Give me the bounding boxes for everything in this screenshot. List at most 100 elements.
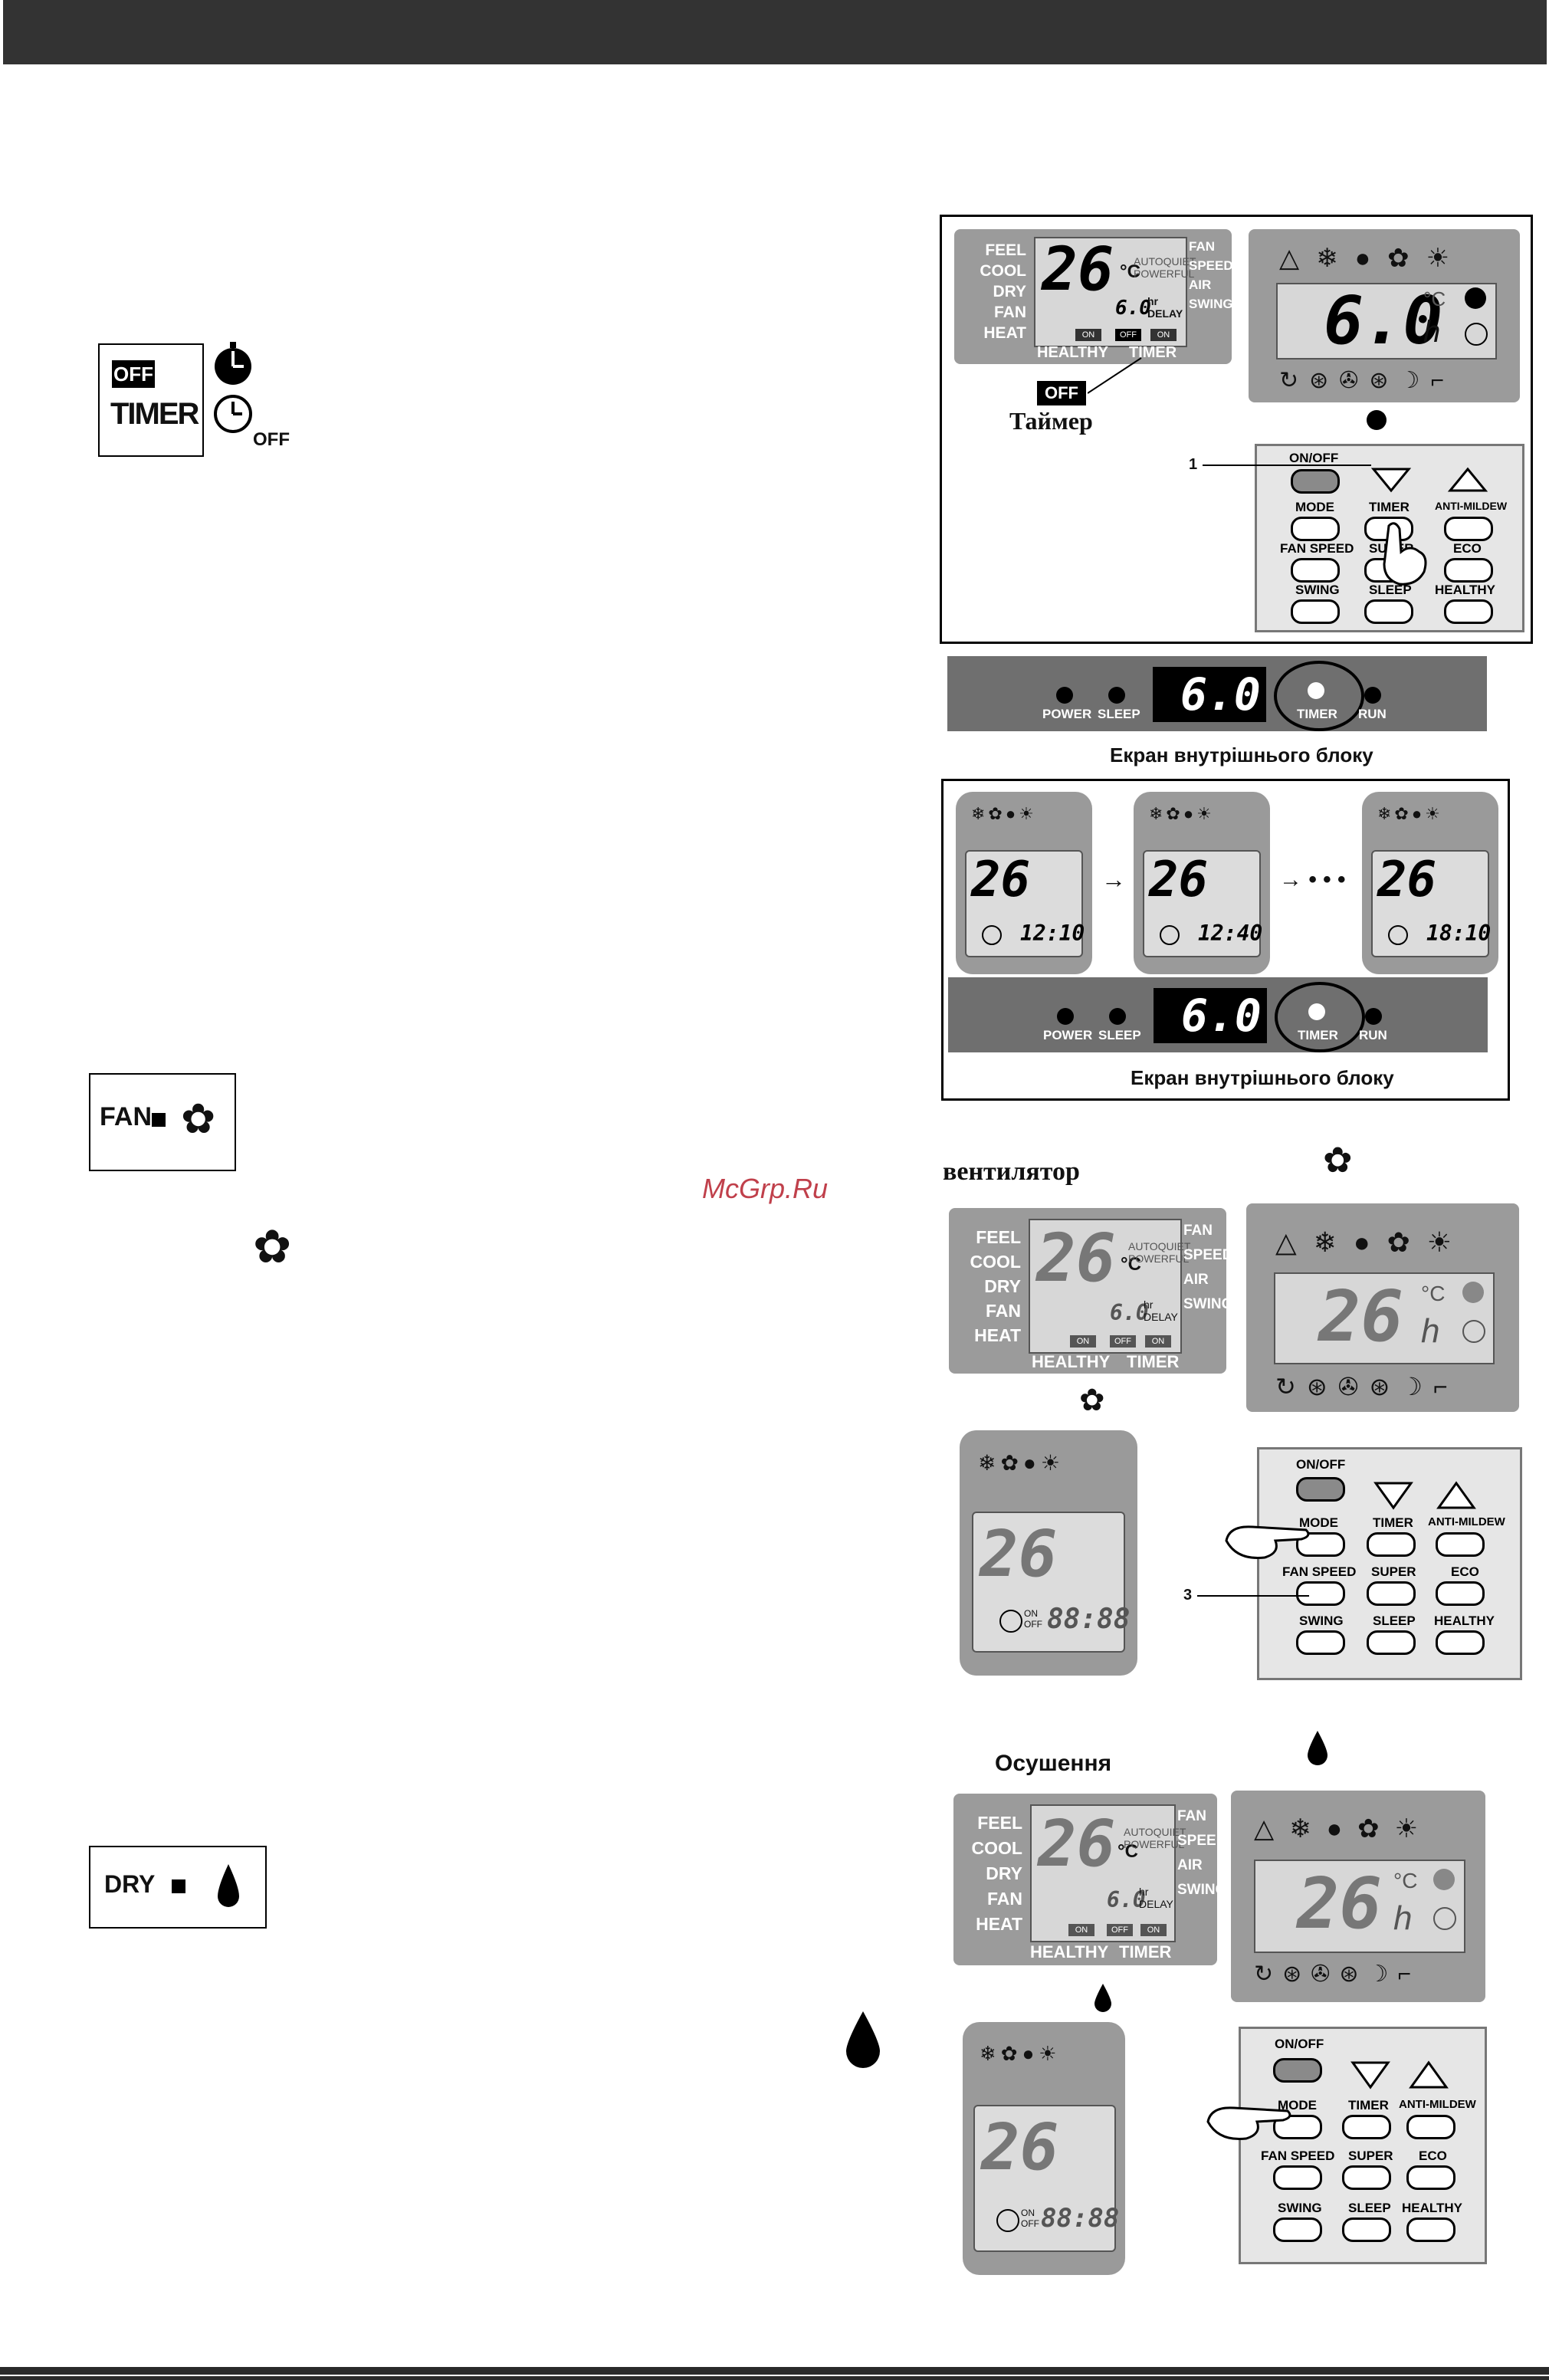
wired-controller-lcd: FEEL COOL DRY FAN HEAT 26 °C AUTOQUIET P…: [954, 229, 1233, 364]
dry-timer-down-button[interactable]: [1350, 2060, 1391, 2090]
wired-lcd-screen: 26 °C AUTOQUIET POWERFUL 6.0 hr DELAY ON…: [1034, 235, 1196, 347]
fan-anti-mildew-button[interactable]: [1436, 1532, 1485, 1557]
swing-button[interactable]: [1291, 599, 1340, 624]
delay-hr: hr: [1147, 295, 1158, 307]
eco-button[interactable]: [1444, 558, 1493, 583]
sequence-ellipsis: → • • •: [1279, 867, 1346, 892]
fan-swing-button[interactable]: [1296, 1630, 1345, 1655]
dry-anti-mildew-up-button[interactable]: [1408, 2060, 1449, 2090]
wired-temp-unit: °C: [1120, 261, 1140, 282]
right-label-fan: FAN: [1189, 239, 1215, 254]
fan-swing-label: SWING: [1299, 1613, 1344, 1628]
run-led-label-2: RUN: [1359, 1028, 1387, 1042]
dry-mode-list: FEEL COOL DRY FAN HEAT: [964, 1810, 1022, 1937]
off-badge: OFF: [1037, 381, 1086, 405]
fan-super-button[interactable]: [1367, 1581, 1416, 1606]
sequence-screen-1: ❄✿●☀ 26 12:10: [956, 792, 1092, 974]
fan-anti-mildew-up-button[interactable]: [1436, 1480, 1477, 1511]
dry-pointer-drop-icon: [1308, 1731, 1327, 1765]
fan-mode-feel: FEEL: [976, 1227, 1021, 1247]
indoor-display-value-2: 6.0: [1181, 990, 1262, 1042]
dry-healthy-label: HEALTHY: [1402, 2201, 1463, 2215]
sequence-icons-1: ❄✿●☀: [971, 804, 1037, 823]
anti-mildew-up-button[interactable]: [1447, 466, 1488, 494]
off-tag: OFF: [112, 360, 155, 388]
dry-delay-label: DELAY: [1139, 1898, 1173, 1910]
dry-remote-lcd: △❄●✿☀ 26 °C h ↻⊛✇⊛☽⌐: [1231, 1791, 1485, 2002]
status-autoquiet: AUTOQUIET: [1134, 255, 1196, 268]
dry-fan-speed-button[interactable]: [1273, 2165, 1322, 2190]
fan-eco-button[interactable]: [1436, 1581, 1485, 1606]
anti-mildew-button[interactable]: [1444, 517, 1493, 541]
fan-healthy-label: HEALTHY: [1434, 1613, 1495, 1628]
dry-fan-speed-label: FAN SPEED: [1261, 2149, 1335, 2163]
mode-button[interactable]: [1291, 517, 1340, 541]
onoff-button[interactable]: [1291, 469, 1340, 494]
dry-legend-label: DRY: [104, 1870, 156, 1898]
sequence-arrow-1: →: [1101, 865, 1126, 893]
fan-timer-button[interactable]: [1367, 1532, 1416, 1557]
sequence-clock-1: [982, 925, 1002, 945]
on-tag-2: ON: [1150, 329, 1177, 341]
callout-number-1: 1: [1189, 456, 1198, 473]
run-led-label: RUN: [1358, 707, 1387, 721]
dry-eco-button[interactable]: [1406, 2165, 1455, 2190]
wired-footer-healthy: HEALTHY: [1037, 344, 1108, 361]
fan-hand-icons: ❄✿●☀: [978, 1451, 1065, 1475]
fan-off-tag: OFF: [1110, 1335, 1136, 1348]
fan-speed-label: FAN SPEED: [1280, 541, 1354, 556]
sequence-time-2: 12:40: [1198, 921, 1263, 946]
sleep-led-label: SLEEP: [1098, 707, 1140, 721]
timer-legend-box: OFF TIMER: [98, 343, 204, 457]
dry-hand-on: ON: [1021, 2208, 1035, 2218]
power-led-2: [1057, 1008, 1074, 1025]
dry-legend-box: DRY: [89, 1846, 267, 1929]
fan-speed-button[interactable]: [1291, 558, 1340, 583]
mode-cool: COOL: [980, 262, 1026, 280]
dry-healthy-button[interactable]: [1406, 2218, 1455, 2242]
sequence-icons-2: ❄✿●☀: [1149, 804, 1215, 823]
fan-right-speed: SPEED: [1183, 1247, 1233, 1263]
dry-remote-clock-off: [1433, 1907, 1456, 1930]
fan-remote-clock-on: [1462, 1282, 1484, 1303]
dry-remote-function-icons: ↻⊛✇⊛☽⌐: [1254, 1961, 1420, 1987]
mode-dry: DRY: [993, 283, 1026, 300]
healthy-button[interactable]: [1444, 599, 1493, 624]
clock-on-icon: [1465, 287, 1486, 309]
fan-timer-down-button[interactable]: [1373, 1480, 1414, 1511]
fan-wired-screen: 26 °C AUTOQUIET POWERFUL 6.0 hr DELAY ON…: [1029, 1219, 1190, 1354]
fan-onoff-button[interactable]: [1296, 1477, 1345, 1502]
mode-heat: HEAT: [983, 324, 1026, 342]
fan-fan-speed-button[interactable]: [1296, 1581, 1345, 1606]
fan-wired-lcd: FEEL COOL DRY FAN HEAT 26 °C AUTOQUIET P…: [949, 1208, 1232, 1374]
sequence-icons-3: ❄✿●☀: [1377, 804, 1443, 823]
dry-pressing-hand-icon: [1206, 2106, 1291, 2141]
fan-remote-lcd: △❄●✿☀ 26 °C h ↻⊛✇⊛☽⌐: [1246, 1203, 1519, 1412]
fan-right-fan: FAN: [1183, 1223, 1213, 1239]
dry-sleep-button[interactable]: [1342, 2218, 1391, 2242]
dry-anti-mildew-label: ANTI-MILDEW: [1399, 2098, 1476, 2111]
fan-hand-time: 88:88: [1047, 1604, 1131, 1635]
dry-swing-button[interactable]: [1273, 2218, 1322, 2242]
dry-timer-button[interactable]: [1342, 2115, 1391, 2139]
power-led-label-2: POWER: [1043, 1028, 1093, 1042]
healthy-label: HEALTHY: [1435, 583, 1496, 597]
fan-remote-function-icons: ↻⊛✇⊛☽⌐: [1275, 1373, 1459, 1400]
fan-caption: вентилятор: [943, 1157, 1080, 1186]
fan-pointer-icon: ✿: [1323, 1140, 1353, 1180]
dry-super-button[interactable]: [1342, 2165, 1391, 2190]
timer-down-button[interactable]: [1370, 466, 1412, 494]
fan-mode-dry: DRY: [984, 1276, 1021, 1296]
sequence-time-3: 18:10: [1426, 921, 1492, 946]
remote-keypad: ON/OFF MODE TIMER ANTI-MILDEW FAN SPEED …: [1255, 444, 1524, 632]
dry-onoff-button[interactable]: [1273, 2058, 1322, 2083]
fan-healthy-button[interactable]: [1436, 1630, 1485, 1655]
dry-timer-label: TIMER: [1348, 2098, 1389, 2112]
dry-wired-unit: °C: [1117, 1841, 1138, 1862]
remote-lcd-value: 6.0: [1324, 283, 1443, 359]
sleep-button[interactable]: [1364, 599, 1413, 624]
dry-anti-mildew-button[interactable]: [1406, 2115, 1455, 2139]
fan-delay-label: DELAY: [1144, 1311, 1178, 1323]
fan-sleep-button[interactable]: [1367, 1630, 1416, 1655]
dry-mode-feel: FEEL: [977, 1813, 1022, 1833]
